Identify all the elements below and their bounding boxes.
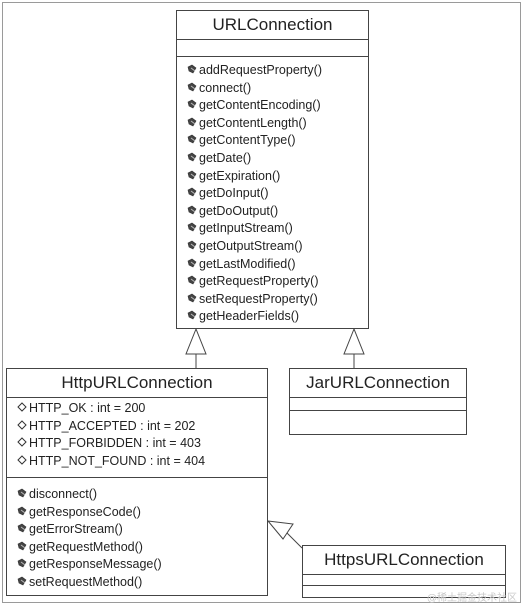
generalization-arrow-https xyxy=(266,520,294,540)
class-operation: getErrorStream() xyxy=(7,521,267,539)
operation-visibility-icon xyxy=(187,275,197,285)
class-operation: getDoInput() xyxy=(177,185,368,203)
operation-text: connect() xyxy=(199,80,252,95)
operation-text: getDoOutput() xyxy=(199,203,279,218)
operation-visibility-icon xyxy=(187,82,197,91)
class-name: HttpURLConnection xyxy=(7,369,267,398)
class-operation: getContentEncoding() xyxy=(177,97,368,115)
class-jar-url-connection[interactable]: JarURLConnection xyxy=(289,368,467,435)
class-attribute: HTTP_NOT_FOUND : int = 404 xyxy=(7,453,267,471)
attribute-text: HTTP_OK : int = 200 xyxy=(29,401,146,415)
class-attribute: HTTP_OK : int = 200 xyxy=(7,400,267,418)
operation-text: getDate() xyxy=(199,150,252,165)
operation-text: getHeaderFields() xyxy=(199,309,300,324)
operation-text: getDoInput() xyxy=(199,186,269,201)
generalization-line-https xyxy=(284,530,303,549)
operation-visibility-icon xyxy=(17,559,27,568)
operations-section: addRequestProperty() connect() getContentE… xyxy=(177,57,368,326)
operation-visibility-icon xyxy=(187,117,197,127)
operation-visibility-icon xyxy=(187,99,197,109)
operation-text: getContentType() xyxy=(199,133,296,148)
operation-text: getInputStream() xyxy=(199,221,293,236)
generalization-arrow-http xyxy=(185,327,207,355)
attribute-visibility-icon xyxy=(17,437,27,447)
operation-visibility-icon xyxy=(187,170,197,179)
class-operation: getRequestProperty() xyxy=(177,273,368,291)
operation-text: getExpiration() xyxy=(199,168,281,183)
class-operation: getLastModified() xyxy=(177,256,368,274)
class-operation: connect() xyxy=(177,80,368,98)
operation-visibility-icon xyxy=(17,541,27,551)
class-operation: getContentLength() xyxy=(177,115,368,133)
operation-visibility-icon xyxy=(187,240,197,250)
operation-visibility-icon xyxy=(187,222,197,232)
operation-text: getErrorStream() xyxy=(29,522,123,537)
watermark: @稀土掘金技术社区 xyxy=(427,593,517,604)
class-operation: setRequestMethod() xyxy=(7,574,267,592)
operation-text: disconnect() xyxy=(29,487,98,501)
class-attribute: HTTP_FORBIDDEN : int = 403 xyxy=(7,435,267,453)
diagram-frame xyxy=(2,2,521,603)
class-operation: getDoOutput() xyxy=(177,203,368,221)
attribute-text: HTTP_NOT_FOUND : int = 404 xyxy=(29,453,206,468)
generalization-arrow-jar xyxy=(343,327,365,355)
class-operation: getOutputStream() xyxy=(177,238,368,256)
attribute-text: HTTP_FORBIDDEN : int = 403 xyxy=(29,436,201,451)
attribute-text: HTTP_ACCEPTED : int = 202 xyxy=(29,418,196,433)
class-name: HttpsURLConnection xyxy=(303,546,505,575)
operation-visibility-icon xyxy=(187,310,197,320)
class-operation: addRequestProperty() xyxy=(177,62,368,80)
attributes-section xyxy=(303,575,505,586)
attribute-visibility-icon xyxy=(17,402,27,412)
attributes-section xyxy=(177,40,368,57)
operation-text: setRequestProperty() xyxy=(199,291,318,306)
operation-text: getRequestMethod() xyxy=(29,539,143,554)
operation-text: getOutputStream() xyxy=(199,238,303,253)
operation-text: getContentEncoding() xyxy=(199,98,321,113)
class-operation: getExpiration() xyxy=(177,168,368,186)
operation-visibility-icon xyxy=(187,135,197,144)
class-operation: getHeaderFields() xyxy=(177,308,368,326)
operation-visibility-icon xyxy=(187,152,197,162)
operation-visibility-icon xyxy=(187,293,197,303)
operation-visibility-icon xyxy=(17,506,27,515)
class-operation: getContentType() xyxy=(177,132,368,150)
operation-visibility-icon xyxy=(17,523,27,533)
class-https-url-connection[interactable]: HttpsURLConnection xyxy=(302,545,506,598)
operation-visibility-icon xyxy=(187,187,197,197)
operation-visibility-icon xyxy=(17,576,27,586)
operation-text: getContentLength() xyxy=(199,115,307,130)
attributes-section xyxy=(290,398,466,411)
class-attribute: HTTP_ACCEPTED : int = 202 xyxy=(7,418,267,436)
operations-section xyxy=(290,411,466,433)
class-url-connection[interactable]: URLConnection addRequestProperty() connec… xyxy=(176,10,369,329)
operation-text: getResponseCode() xyxy=(29,504,141,519)
class-name: URLConnection xyxy=(177,11,368,40)
operation-visibility-icon xyxy=(17,488,27,498)
class-operation: getResponseCode() xyxy=(7,504,267,522)
operation-visibility-icon xyxy=(187,64,197,74)
attribute-visibility-icon xyxy=(17,455,27,465)
operation-text: getLastModified() xyxy=(199,256,296,271)
class-operation: getResponseMessage() xyxy=(7,556,267,574)
class-operation: setRequestProperty() xyxy=(177,291,368,309)
attribute-visibility-icon xyxy=(17,419,27,430)
operation-visibility-icon xyxy=(187,205,197,215)
operation-text: setRequestMethod() xyxy=(29,574,143,589)
operation-text: getResponseMessage() xyxy=(29,557,162,572)
class-operation: disconnect() xyxy=(7,486,267,504)
class-operation: getInputStream() xyxy=(177,220,368,238)
operations-section: disconnect() getResponseCode() getErrorStr… xyxy=(7,478,267,592)
operation-text: getRequestProperty() xyxy=(199,274,319,289)
operation-text: addRequestProperty() xyxy=(199,63,322,77)
class-operation: getRequestMethod() xyxy=(7,539,267,557)
class-name: JarURLConnection xyxy=(290,369,466,398)
operation-visibility-icon xyxy=(187,258,197,267)
class-operation: getDate() xyxy=(177,150,368,168)
